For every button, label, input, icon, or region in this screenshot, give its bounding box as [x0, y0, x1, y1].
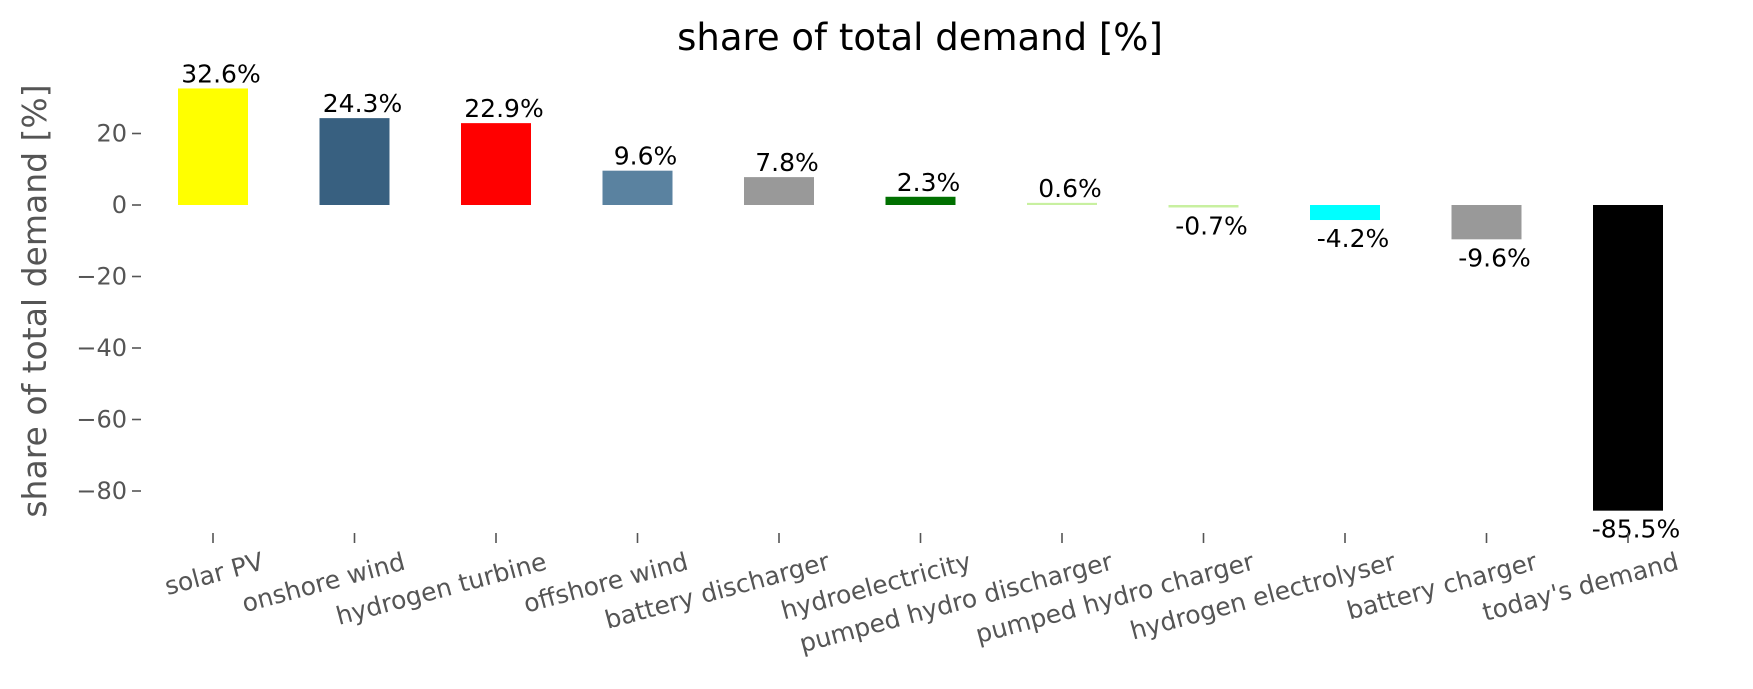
y-tick-label: −20 [76, 263, 127, 291]
bar [178, 88, 248, 205]
bar-value-label: 22.9% [464, 94, 543, 123]
bar-value-label: -4.2% [1317, 224, 1390, 253]
bar [461, 123, 531, 205]
bar-value-label: 7.8% [755, 148, 819, 177]
y-tick-label: −80 [76, 477, 127, 505]
bar [744, 177, 814, 205]
bar-value-label: 32.6% [181, 59, 260, 88]
bar-value-label: 9.6% [614, 142, 678, 171]
y-axis-label: share of total demand [%] [15, 84, 54, 517]
bar [1451, 205, 1522, 240]
bar [1027, 202, 1097, 205]
bar-value-label: 0.6% [1038, 174, 1102, 203]
bar [1168, 205, 1239, 208]
chart-title: share of total demand [%] [677, 16, 1163, 59]
bar-value-label: -85.5% [1592, 515, 1680, 544]
y-tick-label: 0 [112, 191, 127, 219]
y-tick-label: −40 [76, 334, 127, 362]
bar [1593, 205, 1663, 511]
bars [178, 88, 1663, 511]
bar-value-label: -9.6% [1458, 243, 1531, 272]
y-tick-label: 20 [96, 120, 127, 148]
bar [602, 170, 673, 205]
bar [885, 196, 956, 205]
y-axis-ticks: 20 0 −20 −40 −60 −80 [76, 120, 141, 505]
bar [1310, 205, 1380, 221]
bar-value-label: 2.3% [897, 168, 961, 197]
bar [319, 118, 390, 205]
y-tick-label: −60 [76, 406, 127, 434]
bar-value-label: 24.3% [323, 89, 402, 118]
bar-value-label: -0.7% [1175, 212, 1248, 241]
data-labels: 32.6% 24.3% 22.9% 9.6% 7.8% 2.3% 0.6% -0.7% -4.2… [181, 59, 1680, 543]
